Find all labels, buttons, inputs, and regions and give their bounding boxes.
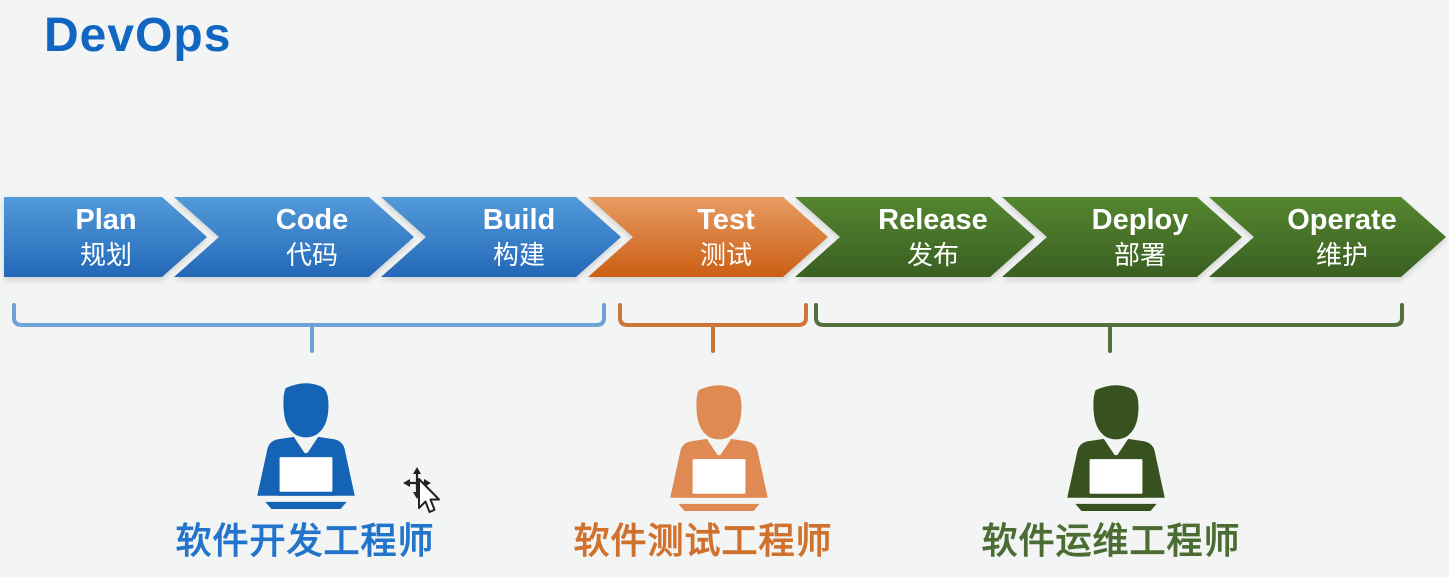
- brace-dev: [12, 303, 606, 353]
- stage-operate-en: Operate: [1287, 204, 1397, 236]
- stage-build-en: Build: [483, 204, 556, 236]
- role-label-operator: 软件运维工程师: [981, 520, 1241, 561]
- stage-release: Release 发布: [795, 197, 1035, 277]
- stage-plan: Plan 规划: [4, 197, 207, 277]
- operator-icon: [1063, 384, 1169, 512]
- person-with-laptop: [1067, 385, 1165, 511]
- stage-release-en: Release: [878, 204, 988, 236]
- chevron-code: [174, 197, 414, 277]
- role-label-tester: 软件测试工程师: [573, 520, 833, 561]
- pipeline-band: Plan 规划 Code 代码 Build 构建 Test 测试 Release…: [4, 197, 1446, 277]
- stage-code-en: Code: [276, 204, 349, 236]
- chevron-release: [795, 197, 1035, 277]
- stage-build: Build 构建: [381, 197, 621, 277]
- person-with-laptop: [257, 383, 355, 509]
- stage-build-zh: 构建: [493, 240, 545, 270]
- chevron-plan: [4, 197, 207, 277]
- stage-test-zh: 测试: [700, 240, 752, 270]
- chevron-test: [588, 197, 828, 277]
- tester-icon: [666, 384, 772, 512]
- pointer-arrow: [418, 478, 440, 513]
- stage-code-zh: 代码: [286, 240, 338, 270]
- stage-deploy-en: Deploy: [1092, 204, 1189, 236]
- brace-test: [618, 303, 808, 353]
- stage-plan-en: Plan: [75, 204, 136, 236]
- person-with-laptop: [670, 385, 768, 511]
- chevron-operate: [1209, 197, 1446, 277]
- stage-release-zh: 发布: [907, 240, 959, 270]
- stage-test: Test 测试: [588, 197, 828, 277]
- stage-deploy-zh: 部署: [1114, 240, 1166, 270]
- role-label-developer: 软件开发工程师: [175, 520, 435, 561]
- grouping-braces: [12, 303, 1404, 353]
- developer-icon: [253, 382, 359, 510]
- stage-plan-zh: 规划: [80, 240, 132, 270]
- devops-title: DevOps: [44, 9, 232, 62]
- stage-deploy: Deploy 部署: [1002, 197, 1242, 277]
- brace-ops: [814, 303, 1404, 353]
- stage-operate: Operate 维护: [1209, 197, 1446, 277]
- chevron-build: [381, 197, 621, 277]
- stage-code: Code 代码: [174, 197, 414, 277]
- chevron-deploy: [1002, 197, 1242, 277]
- move-cursor-icon: [403, 467, 440, 513]
- stage-operate-zh: 维护: [1316, 240, 1368, 270]
- stage-test-en: Test: [697, 204, 755, 236]
